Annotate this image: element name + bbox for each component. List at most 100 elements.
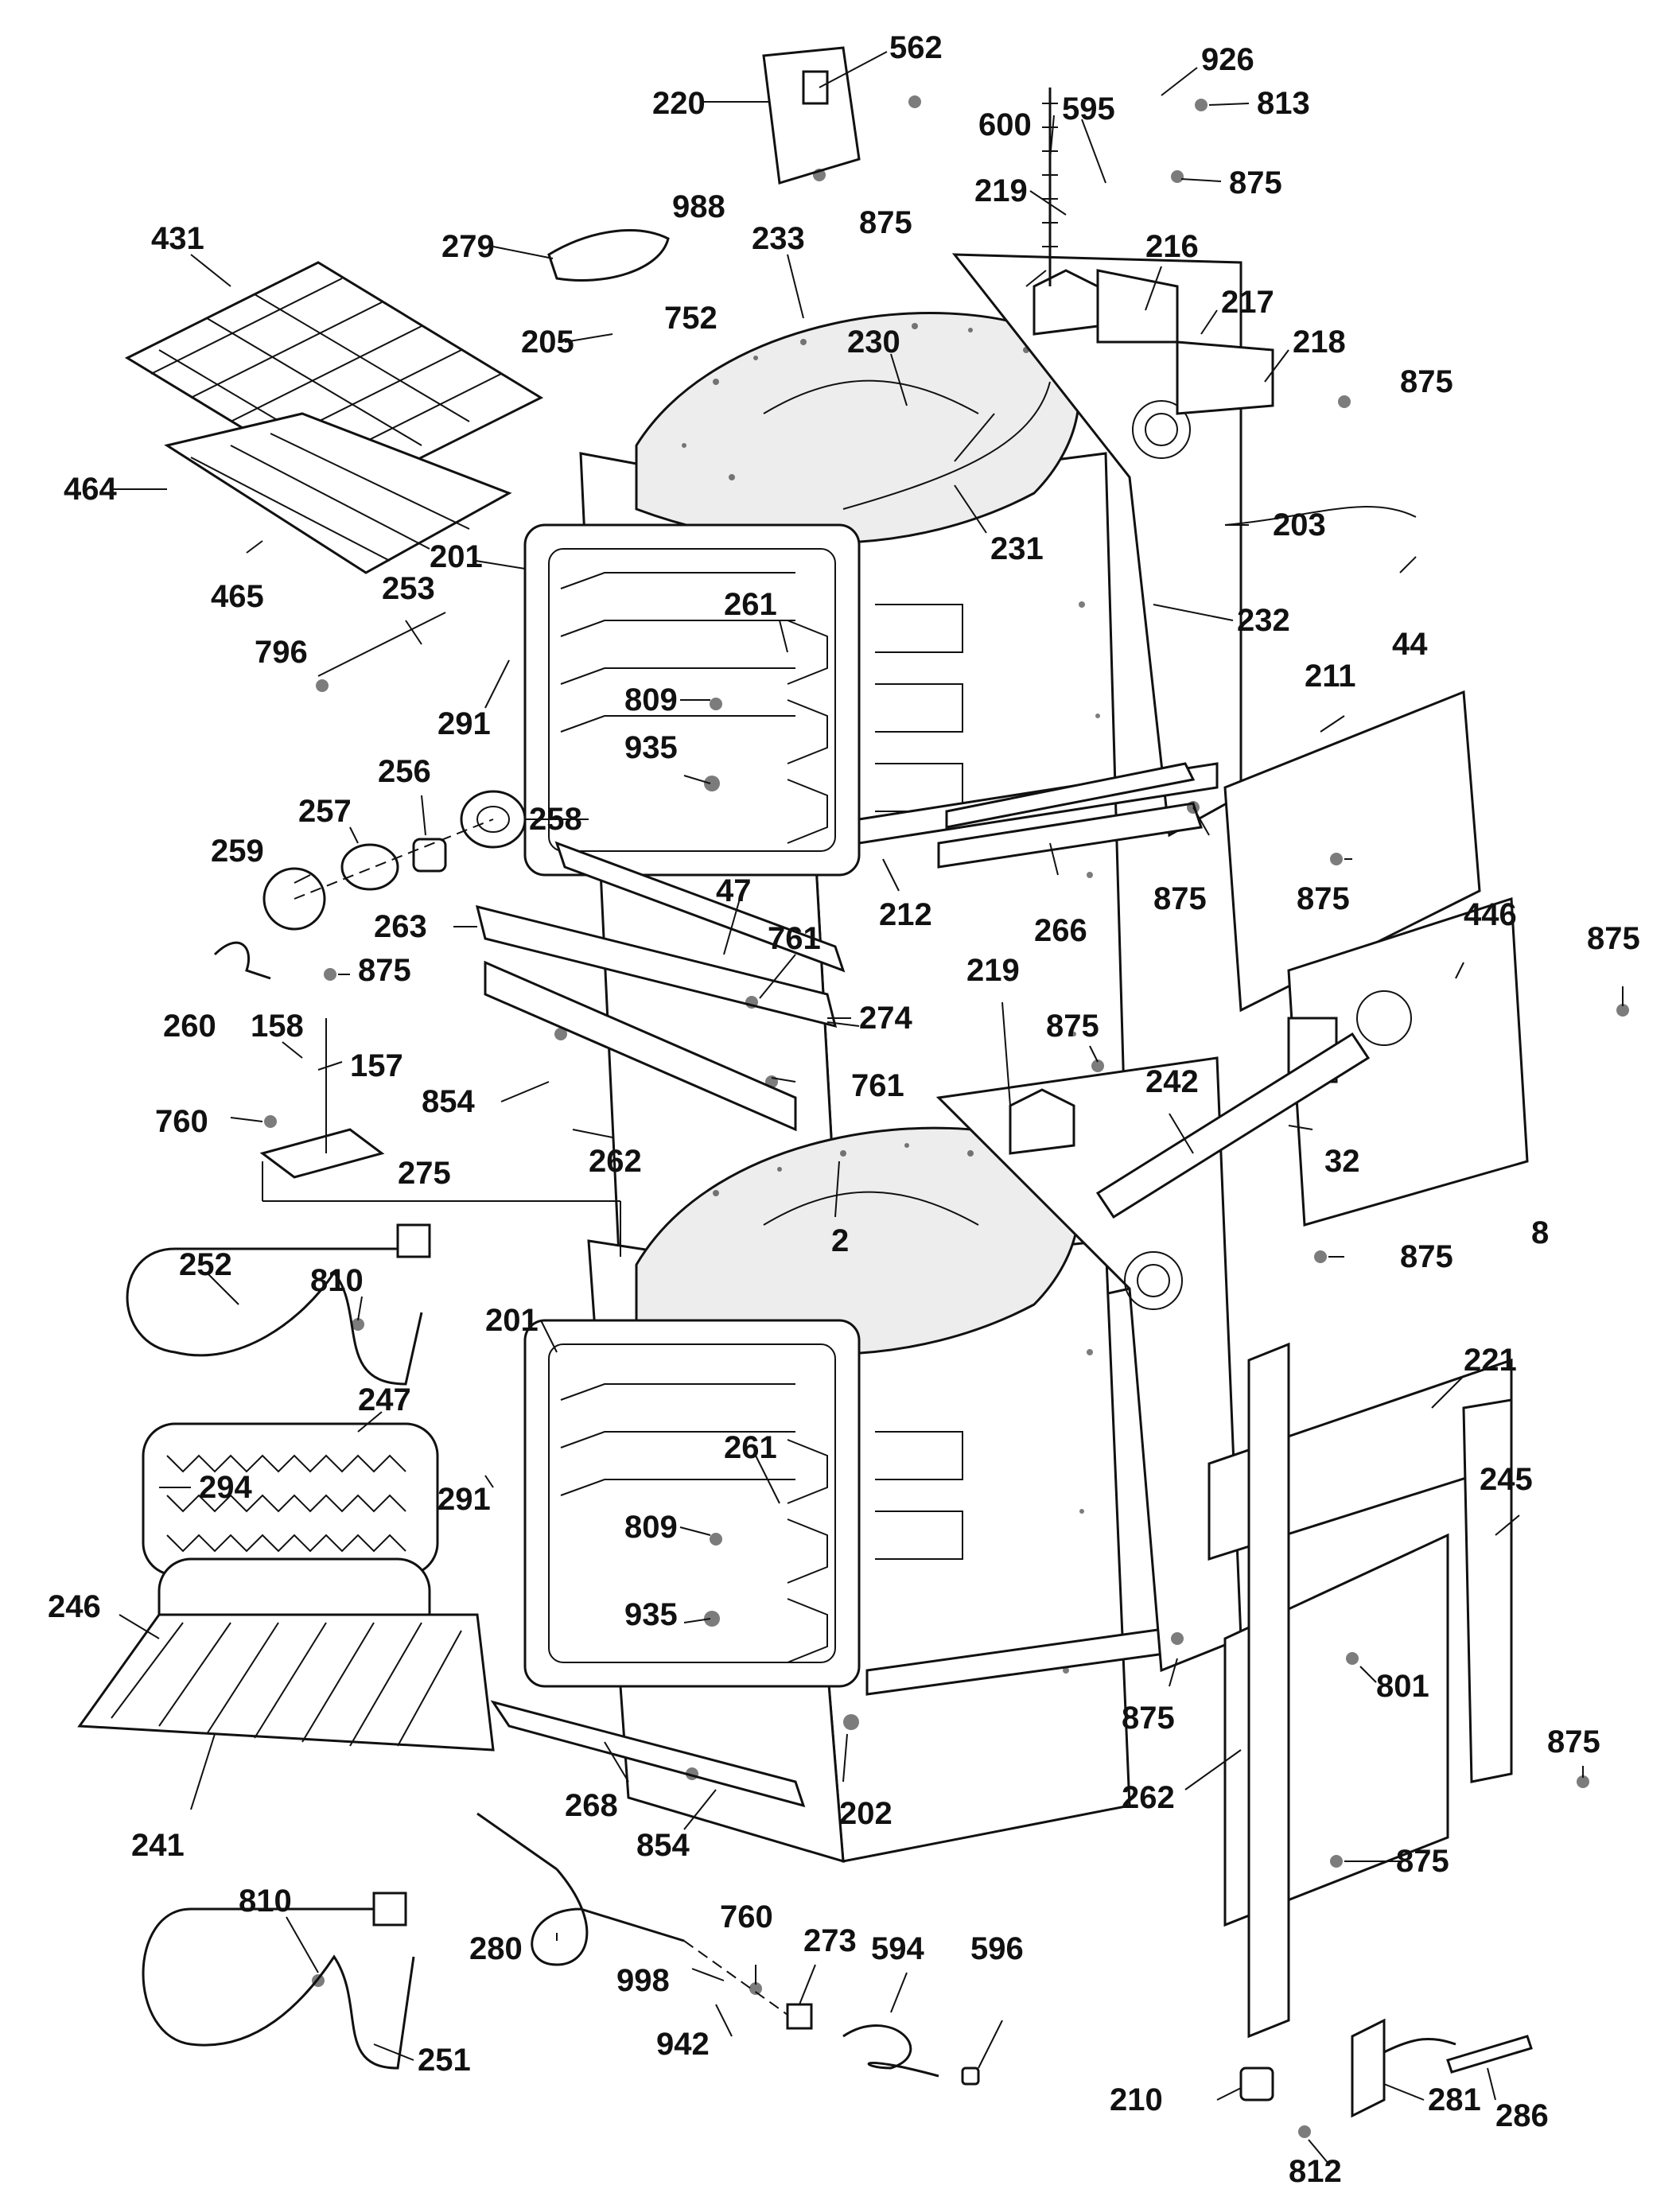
label-253: 253 xyxy=(382,571,435,606)
label-251: 251 xyxy=(418,2043,471,2078)
label-291-bot: 291 xyxy=(438,1482,491,1517)
label-875-k: 875 xyxy=(1547,1724,1600,1759)
label-812: 812 xyxy=(1289,2154,1342,2189)
label-275: 275 xyxy=(398,1156,451,1191)
upper-control-wall xyxy=(951,253,1274,838)
label-875-g: 875 xyxy=(358,953,411,988)
lamp-assembly xyxy=(213,790,527,980)
label-760-b: 760 xyxy=(720,1899,773,1934)
label-465: 465 xyxy=(211,579,264,614)
label-47: 47 xyxy=(716,873,752,908)
label-262-bot: 262 xyxy=(1122,1780,1175,1815)
label-273: 273 xyxy=(803,1923,857,1958)
probe-wiring xyxy=(476,1812,980,2086)
label-761-b: 761 xyxy=(851,1068,904,1103)
label-875-d: 875 xyxy=(1153,881,1207,916)
label-595: 595 xyxy=(1062,91,1115,126)
label-257: 257 xyxy=(298,794,352,829)
label-233: 233 xyxy=(752,221,805,256)
vent-trim xyxy=(475,841,846,1132)
label-201-top: 201 xyxy=(430,539,483,574)
label-926: 926 xyxy=(1201,42,1254,77)
label-431: 431 xyxy=(151,221,204,256)
label-260: 260 xyxy=(163,1009,216,1044)
label-259: 259 xyxy=(211,834,264,869)
label-221: 221 xyxy=(1464,1343,1517,1378)
label-875-c: 875 xyxy=(1400,364,1453,399)
screws xyxy=(264,95,1629,2138)
label-263: 263 xyxy=(374,909,427,944)
heating-elements xyxy=(126,1223,431,2070)
label-281: 281 xyxy=(1428,2082,1481,2117)
lower-control-wall xyxy=(935,1056,1242,1673)
label-875-f: 875 xyxy=(1587,921,1640,956)
label-261-bot: 261 xyxy=(724,1430,777,1465)
label-935-bot: 935 xyxy=(624,1597,678,1632)
label-44: 44 xyxy=(1392,627,1428,662)
label-232: 232 xyxy=(1237,603,1290,638)
label-252: 252 xyxy=(179,1247,232,1282)
label-854-b: 854 xyxy=(636,1828,690,1863)
label-32: 32 xyxy=(1324,1144,1360,1179)
label-796: 796 xyxy=(255,635,308,670)
label-875-e: 875 xyxy=(1297,881,1350,916)
label-291-top: 291 xyxy=(438,706,491,741)
label-219-mid: 219 xyxy=(966,953,1020,988)
label-875-a: 875 xyxy=(1229,165,1282,200)
bracket-275 xyxy=(259,1018,621,1257)
label-998: 998 xyxy=(616,1963,670,1998)
label-211: 211 xyxy=(1305,659,1356,694)
label-245: 245 xyxy=(1480,1462,1533,1497)
label-600: 600 xyxy=(978,107,1032,142)
label-988: 988 xyxy=(672,189,725,224)
label-286: 286 xyxy=(1495,2098,1549,2133)
label-875-i: 875 xyxy=(1400,1239,1453,1274)
label-203: 203 xyxy=(1273,507,1326,542)
label-294: 294 xyxy=(199,1470,252,1505)
label-8: 8 xyxy=(1531,1215,1549,1250)
label-875-h: 875 xyxy=(1046,1009,1099,1044)
label-268: 268 xyxy=(565,1788,618,1823)
label-212: 212 xyxy=(879,897,932,932)
label-258: 258 xyxy=(529,802,582,837)
label-942: 942 xyxy=(656,2027,710,2062)
label-875-l: 875 xyxy=(1396,1844,1449,1879)
label-220: 220 xyxy=(652,86,706,121)
label-218: 218 xyxy=(1293,325,1346,360)
label-216: 216 xyxy=(1145,229,1199,264)
label-280: 280 xyxy=(469,1931,523,1966)
upper-rails xyxy=(858,762,1219,869)
label-201-bot: 201 xyxy=(485,1303,539,1338)
label-813: 813 xyxy=(1257,86,1310,121)
label-875-j: 875 xyxy=(1122,1701,1175,1736)
label-210: 210 xyxy=(1110,2082,1163,2117)
broiler-pans xyxy=(77,1422,495,1752)
label-231: 231 xyxy=(990,531,1044,566)
part-labels: 220 562 926 813 600 595 875 988 875 219 … xyxy=(48,30,1640,2189)
label-875-b: 875 xyxy=(859,205,912,240)
label-256: 256 xyxy=(378,754,431,789)
label-809-bot: 809 xyxy=(624,1510,678,1545)
label-752: 752 xyxy=(664,301,718,336)
label-261-top: 261 xyxy=(724,587,777,622)
label-801: 801 xyxy=(1376,1669,1429,1704)
label-810-a: 810 xyxy=(310,1263,364,1298)
label-217: 217 xyxy=(1221,285,1274,320)
label-935-top: 935 xyxy=(624,730,678,765)
electrical-box xyxy=(547,46,1058,286)
label-242: 242 xyxy=(1145,1064,1199,1099)
label-854-a: 854 xyxy=(422,1084,475,1119)
label-247: 247 xyxy=(358,1382,411,1417)
label-810-b: 810 xyxy=(239,1884,292,1919)
label-594: 594 xyxy=(871,1931,924,1966)
lower-oven-cavity xyxy=(490,1126,1219,1864)
oven-racks xyxy=(124,261,544,574)
label-274: 274 xyxy=(859,1001,912,1036)
label-241: 241 xyxy=(131,1828,185,1863)
label-202: 202 xyxy=(839,1796,892,1831)
label-464: 464 xyxy=(64,472,117,507)
label-809-top: 809 xyxy=(624,682,678,717)
label-279: 279 xyxy=(441,229,495,264)
label-596: 596 xyxy=(970,1931,1024,1966)
